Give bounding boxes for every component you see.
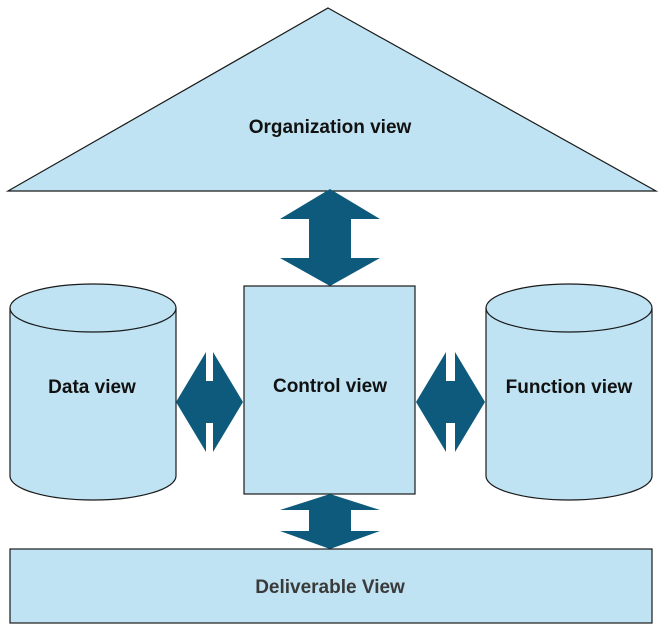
deliverable-view-label: Deliverable View bbox=[255, 577, 405, 598]
vertical-double-arrow-top bbox=[280, 189, 380, 286]
vertical-double-arrow-bottom bbox=[280, 494, 380, 549]
data-view-shape[interactable]: Data view bbox=[9, 283, 177, 501]
horizontal-double-arrow-left bbox=[176, 352, 243, 452]
horizontal-double-arrow-right bbox=[416, 352, 485, 452]
function-view-shape[interactable]: Function view bbox=[485, 283, 653, 501]
function-view-label: Function view bbox=[506, 377, 633, 398]
data-view-label: Data view bbox=[48, 377, 136, 398]
deliverable-view-shape[interactable]: Deliverable View bbox=[9, 548, 653, 624]
control-view-label: Control view bbox=[273, 376, 387, 397]
organization-view-shape[interactable]: Organization view bbox=[5, 7, 659, 192]
organization-view-label: Organization view bbox=[249, 117, 412, 138]
control-view-shape[interactable]: Control view bbox=[243, 285, 416, 495]
